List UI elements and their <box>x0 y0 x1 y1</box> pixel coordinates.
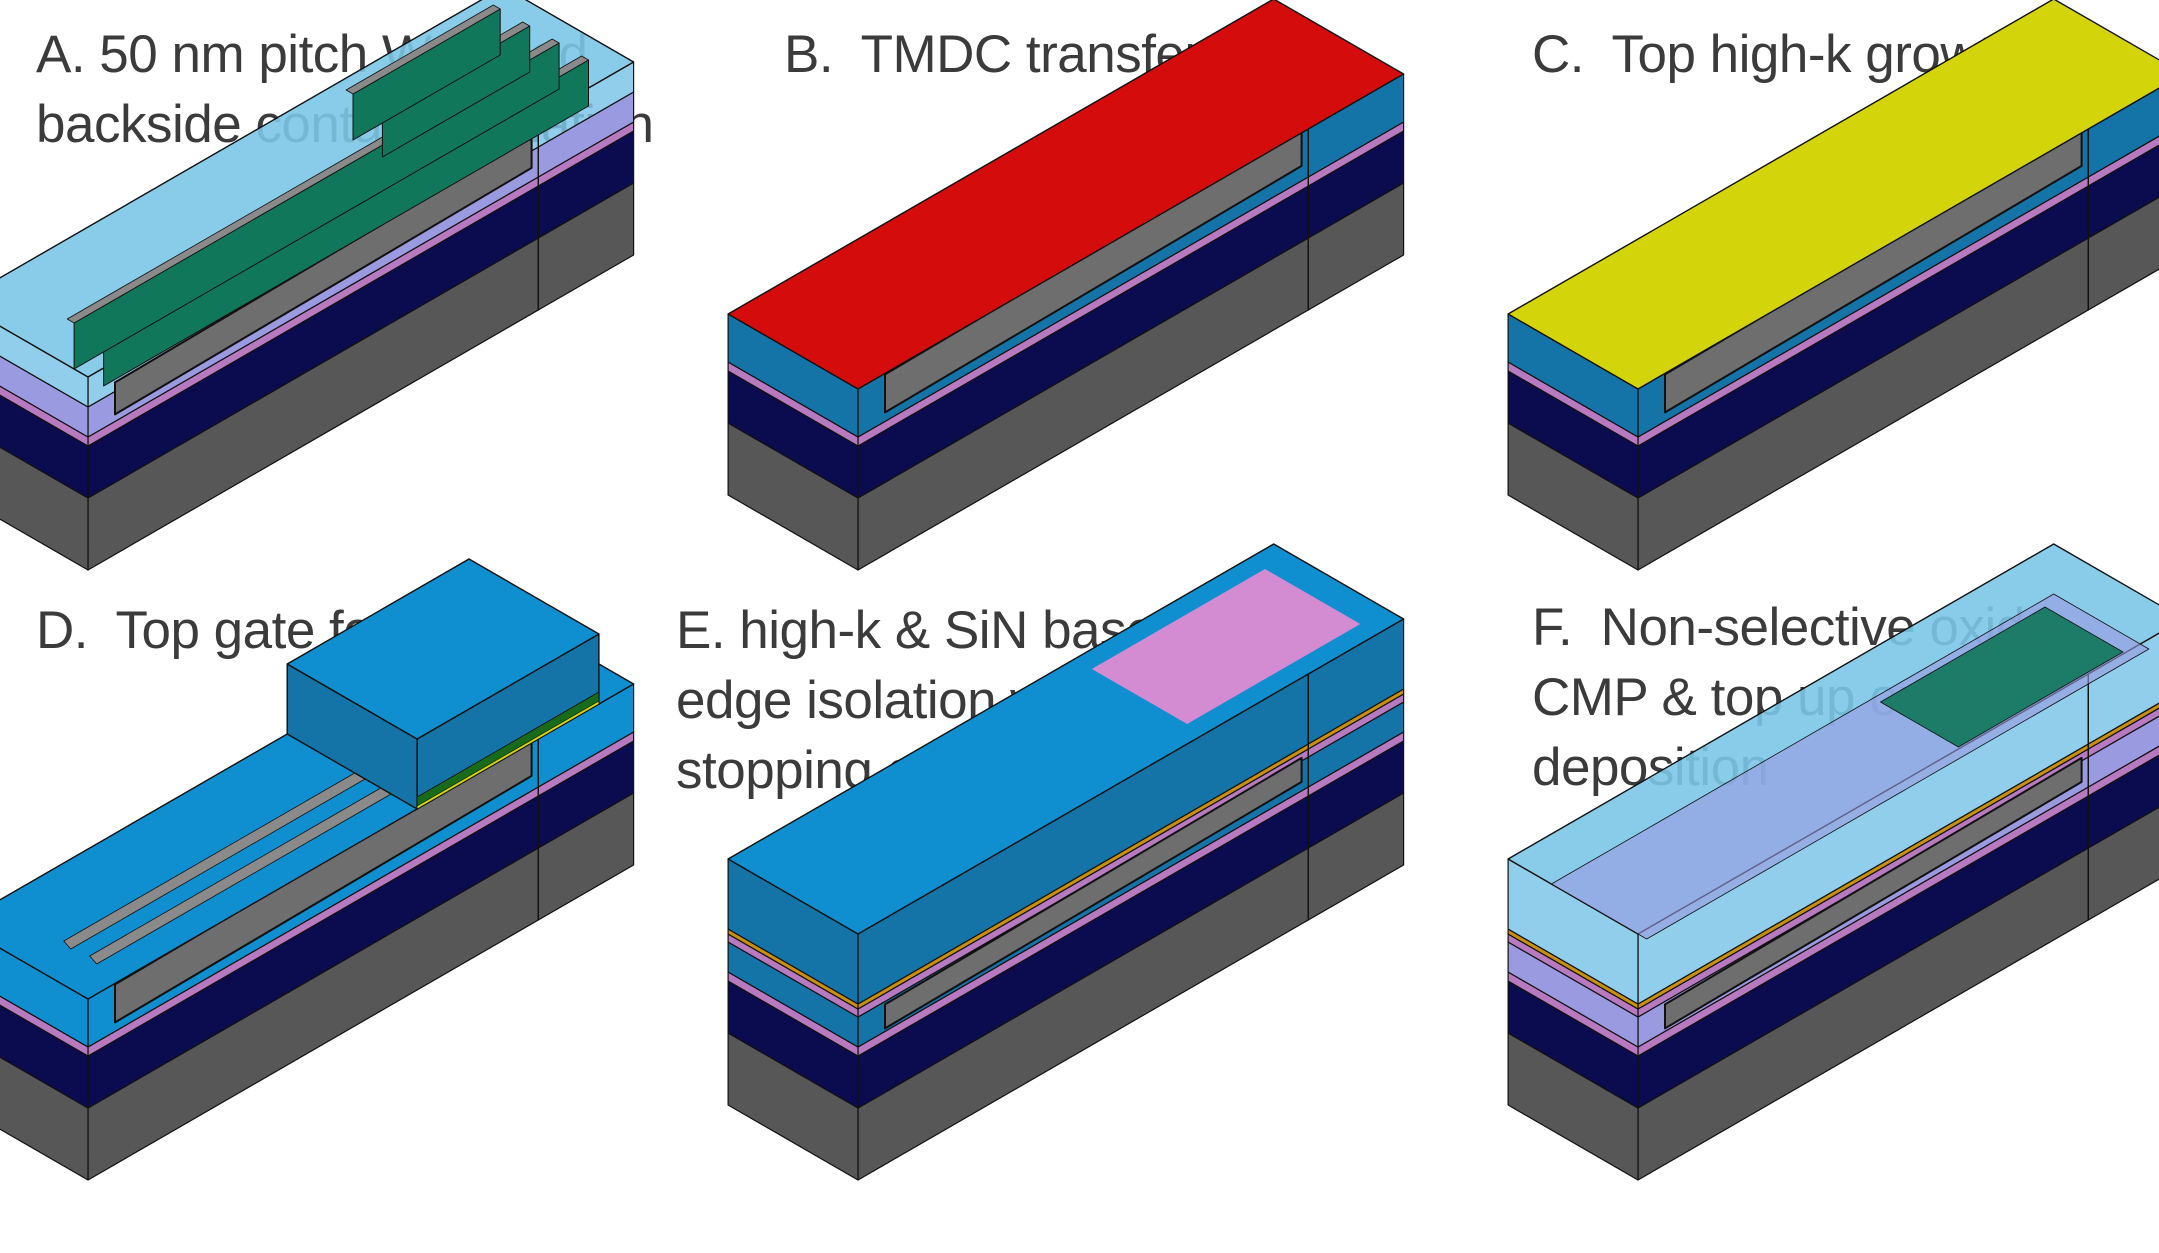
b-tmdc-layer <box>727 0 1405 390</box>
a-w-contact-top-4 <box>345 4 501 95</box>
e-sin-pad <box>1091 569 1361 724</box>
d-end-buried-layer <box>0 1004 89 1109</box>
f-gate-region <box>1880 606 2124 748</box>
e-channel <box>884 756 1303 1030</box>
d-gate-stack-highk <box>416 700 600 810</box>
a-end-oxide <box>0 355 89 438</box>
d-gate-top <box>286 558 600 740</box>
d-end-liner <box>0 995 89 1057</box>
f-channel <box>1664 756 2083 1030</box>
a-end-substrate <box>0 446 89 571</box>
d-end-oxide <box>0 947 89 1048</box>
a-end-buried-layer <box>0 394 89 499</box>
c-highk-layer <box>1507 0 2159 390</box>
d-end-substrate <box>0 1056 89 1181</box>
a-end-liner <box>0 385 89 447</box>
a-end-top-oxide <box>0 325 89 408</box>
